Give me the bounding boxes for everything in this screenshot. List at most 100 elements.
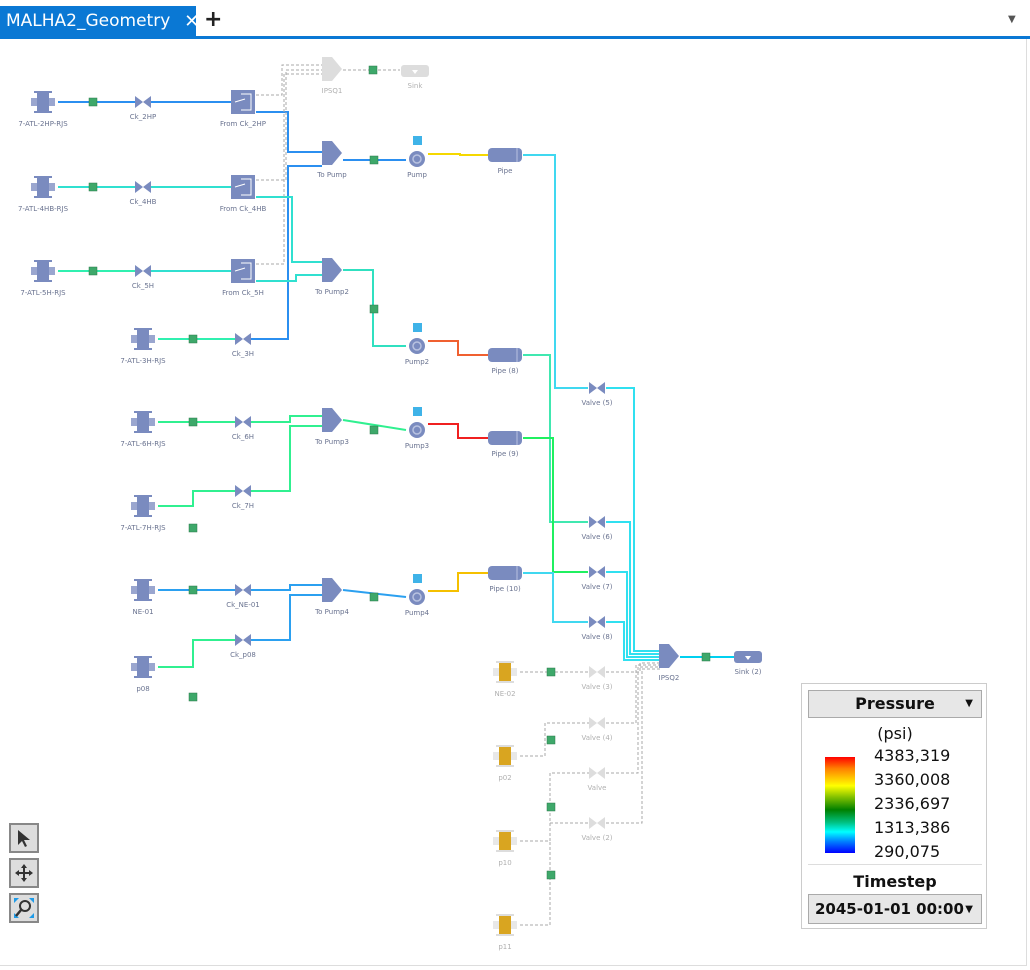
- manifold-icon[interactable]: [322, 57, 342, 81]
- pump-icon[interactable]: [409, 136, 425, 167]
- link-v7-ipsq2[interactable]: [606, 571, 660, 658]
- valve-icon[interactable]: [589, 616, 605, 628]
- manifold-icon[interactable]: [322, 578, 342, 602]
- link-fr1-ipsq1[interactable]: [256, 64, 322, 96]
- link-src8-ck8[interactable]: [158, 639, 235, 668]
- link-ck7-tp4[interactable]: [251, 584, 322, 591]
- link-p10-v0[interactable]: [520, 772, 590, 842]
- controller-icon[interactable]: [546, 802, 556, 812]
- pipe-icon[interactable]: [488, 348, 522, 362]
- link-v0-ipsq2[interactable]: [606, 666, 660, 774]
- link-v8-ipsq2[interactable]: [606, 621, 660, 661]
- valve-icon[interactable]: [589, 382, 605, 394]
- variable-dropdown[interactable]: Pressure ▼: [808, 690, 982, 718]
- splitter-icon[interactable]: [231, 259, 255, 283]
- choke-icon[interactable]: [235, 333, 251, 345]
- valve-icon[interactable]: [589, 817, 605, 829]
- tab-malha2-geometry[interactable]: MALHA2_Geometry ✕: [0, 6, 199, 36]
- splitter-icon[interactable]: [231, 90, 255, 114]
- controller-icon[interactable]: [88, 266, 98, 276]
- link-pipe9-out[interactable]: [523, 437, 588, 573]
- controller-icon[interactable]: [701, 652, 711, 662]
- choke-icon[interactable]: [135, 265, 151, 277]
- well-source-icon[interactable]: [31, 91, 55, 113]
- well-source-icon[interactable]: [131, 656, 155, 678]
- pipe-icon[interactable]: [488, 431, 522, 445]
- valve-icon[interactable]: [589, 717, 605, 729]
- sink-icon[interactable]: [401, 65, 429, 77]
- choke-icon[interactable]: [235, 416, 251, 428]
- pump-icon[interactable]: [409, 323, 425, 354]
- link-pump1-pipe1[interactable]: [428, 153, 488, 156]
- link-pump4-pipe10[interactable]: [428, 572, 488, 592]
- manifold-icon[interactable]: [322, 141, 342, 165]
- chevron-down-icon[interactable]: ▼: [1008, 14, 1016, 25]
- link-v6-ipsq2[interactable]: [606, 521, 660, 655]
- controller-icon[interactable]: [88, 182, 98, 192]
- link-fr2-tp2[interactable]: [256, 196, 322, 263]
- pump-icon[interactable]: [409, 407, 425, 438]
- valve-icon[interactable]: [589, 516, 605, 528]
- valve-icon[interactable]: [589, 666, 605, 678]
- link-pump2-pipe8[interactable]: [428, 340, 488, 356]
- controller-icon[interactable]: [188, 692, 198, 702]
- controller-icon[interactable]: [188, 523, 198, 533]
- well-source-icon[interactable]: [31, 260, 55, 282]
- well-source-inactive-icon[interactable]: [493, 661, 517, 683]
- controller-icon[interactable]: [88, 97, 98, 107]
- plus-icon[interactable]: +: [204, 7, 223, 32]
- manifold-icon[interactable]: [322, 408, 342, 432]
- controller-icon[interactable]: [369, 425, 379, 435]
- manifold-icon[interactable]: [322, 258, 342, 282]
- pipe-icon[interactable]: [488, 148, 522, 162]
- controller-icon[interactable]: [368, 65, 378, 75]
- link-v3-ipsq2[interactable]: [606, 662, 660, 673]
- controller-icon[interactable]: [369, 304, 379, 314]
- valve-icon[interactable]: [589, 566, 605, 578]
- controller-icon[interactable]: [546, 870, 556, 880]
- well-source-inactive-icon[interactable]: [493, 745, 517, 767]
- choke-icon[interactable]: [235, 584, 251, 596]
- link-p02-v4[interactable]: [520, 722, 590, 757]
- timestep-dropdown[interactable]: 2045-01-01 00:00 ▼: [808, 894, 982, 924]
- valve-icon[interactable]: [589, 767, 605, 779]
- select-tool-button[interactable]: [9, 823, 39, 853]
- controller-icon[interactable]: [188, 417, 198, 427]
- link-fr1-tp1[interactable]: [256, 111, 322, 153]
- choke-icon[interactable]: [135, 96, 151, 108]
- controller-icon[interactable]: [188, 585, 198, 595]
- link-pipe10-out[interactable]: [523, 572, 588, 623]
- link-ck6-tp3[interactable]: [251, 425, 322, 492]
- controller-icon[interactable]: [369, 592, 379, 602]
- well-source-icon[interactable]: [131, 411, 155, 433]
- well-source-icon[interactable]: [131, 495, 155, 517]
- well-source-icon[interactable]: [31, 176, 55, 198]
- controller-icon[interactable]: [546, 667, 556, 677]
- manifold-icon[interactable]: [659, 644, 679, 668]
- link-ck4-tp1[interactable]: [251, 165, 322, 340]
- choke-icon[interactable]: [235, 634, 251, 646]
- pipe-icon[interactable]: [488, 566, 522, 580]
- link-ck8-tp4[interactable]: [251, 594, 322, 641]
- pan-tool-button[interactable]: [9, 858, 39, 888]
- choke-icon[interactable]: [235, 485, 251, 497]
- choke-icon[interactable]: [135, 181, 151, 193]
- link-ck5-tp3[interactable]: [251, 415, 322, 423]
- controller-icon[interactable]: [369, 155, 379, 165]
- pump-icon[interactable]: [409, 574, 425, 605]
- link-pipe1-out[interactable]: [523, 154, 588, 389]
- link-fr2-ipsq1[interactable]: [256, 69, 322, 181]
- link-v5-ipsq2[interactable]: [606, 387, 660, 652]
- sink-icon[interactable]: [734, 651, 762, 663]
- link-v4-ipsq2[interactable]: [606, 664, 660, 724]
- link-p11-p10[interactable]: [520, 841, 551, 926]
- link-v2-ipsq2[interactable]: [606, 668, 660, 824]
- well-source-inactive-icon[interactable]: [493, 830, 517, 852]
- splitter-icon[interactable]: [231, 175, 255, 199]
- controller-icon[interactable]: [188, 334, 198, 344]
- link-pump3-pipe9[interactable]: [428, 423, 488, 439]
- link-src6-ck6[interactable]: [158, 490, 235, 507]
- controller-icon[interactable]: [546, 735, 556, 745]
